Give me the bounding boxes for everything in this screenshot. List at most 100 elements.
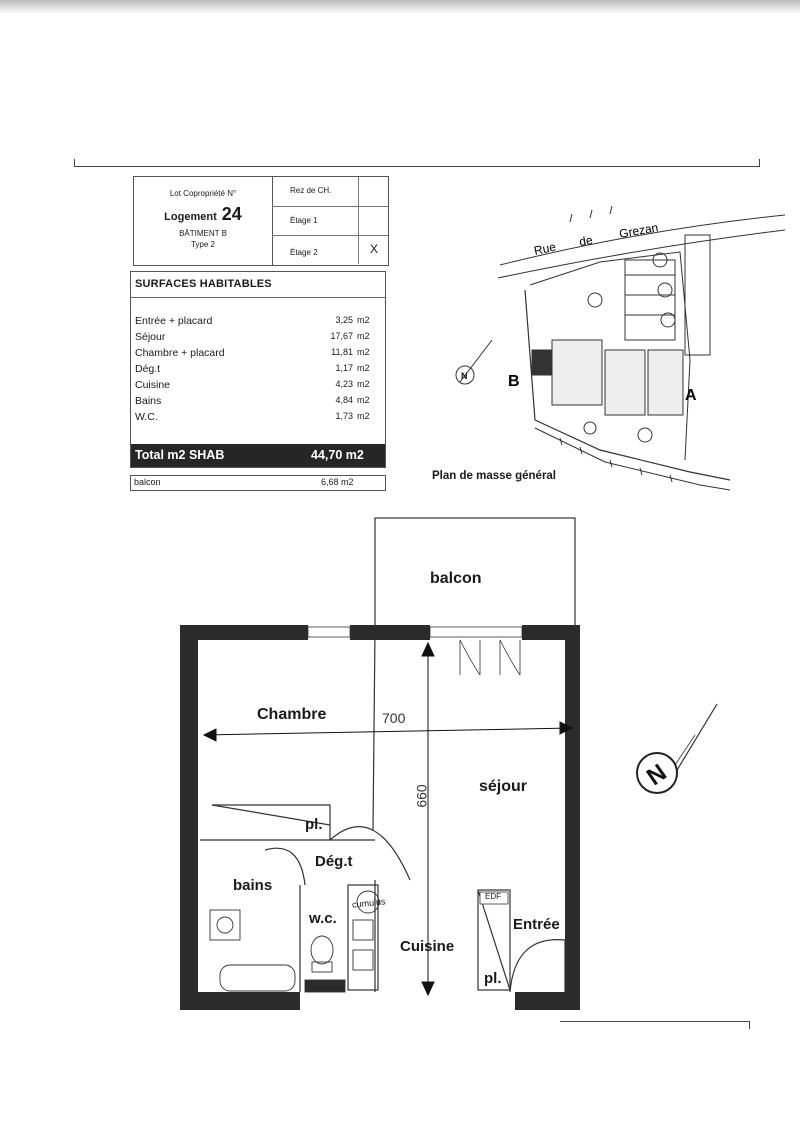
- tree: [587, 292, 603, 308]
- balcon-unit: m2: [341, 477, 354, 487]
- floor-label: Étage 2: [290, 248, 318, 257]
- top-rule: [74, 159, 760, 167]
- room-chambre: Chambre: [257, 706, 327, 723]
- surface-name: Chambre + placard: [135, 347, 225, 359]
- surface-value: 11,81: [331, 347, 353, 357]
- wall-left: [180, 625, 198, 1010]
- building-block: [604, 349, 646, 416]
- surface-row: Bains 4,84 m2: [135, 395, 379, 411]
- surface-name: Séjour: [135, 331, 166, 343]
- surface-name: Cuisine: [135, 379, 171, 391]
- south-fence: [534, 427, 731, 491]
- dim-arrow: [421, 981, 435, 997]
- toilet: [310, 935, 334, 965]
- bottom-rule: [560, 1021, 750, 1029]
- bathtub: [219, 964, 296, 992]
- site-plan-drawing: N Rue de Grezan B A: [455, 205, 786, 491]
- surface-name: Dég.t: [135, 363, 161, 375]
- floor-label: Rez de CH.: [290, 186, 332, 195]
- partition-wall: [372, 629, 376, 831]
- scan-shadow: [0, 0, 800, 14]
- tree: [660, 312, 676, 328]
- dim-arrow: [559, 721, 574, 735]
- kitchen-unit: [347, 884, 379, 991]
- site-north-arrow: [459, 339, 493, 383]
- balcon-value-wrap: 6,68 m2: [321, 477, 354, 487]
- room-placard-entree: pl.: [484, 970, 502, 987]
- floor-row-etage2: Étage 2 X: [272, 235, 388, 264]
- building-block: [551, 339, 603, 406]
- street-tick: [569, 205, 613, 223]
- compass-needle-inner: [674, 734, 696, 766]
- parking-lines: [625, 274, 675, 316]
- surface-name: W.C.: [135, 411, 158, 423]
- placard-chambre: [212, 804, 331, 840]
- sink: [209, 909, 241, 941]
- site-north-circle: [455, 365, 475, 385]
- room-sejour: séjour: [479, 778, 528, 795]
- window-chambre: [307, 626, 351, 638]
- wall-bottom-left: [180, 992, 300, 1010]
- surface-unit: m2: [357, 347, 370, 357]
- tree: [637, 427, 653, 443]
- dim-line-width: [203, 727, 573, 736]
- lot-copro-label: Lot Copropriété N°: [169, 189, 237, 198]
- wall-bottom-right: [515, 992, 580, 1010]
- batiment-label: BÂTIMENT B: [179, 229, 227, 238]
- floor-row-etage1: Étage 1: [272, 206, 388, 236]
- door-swing-deg: [329, 826, 411, 881]
- surface-unit: m2: [357, 331, 370, 341]
- room-placard-chambre: pl.: [305, 816, 323, 833]
- tree: [583, 421, 597, 435]
- floor-plan: balcon Chambre séjour pl. Dég.t bains w.…: [170, 510, 636, 1020]
- cumulus-tank: [356, 890, 380, 914]
- window-sejour: [429, 626, 523, 638]
- surface-unit: m2: [357, 395, 370, 405]
- surface-value: 17,67: [330, 331, 353, 341]
- wall-top-left: [180, 625, 308, 640]
- dim-arrow: [202, 728, 217, 742]
- street-edge: [499, 214, 786, 266]
- surfaces-title: SURFACES HABITABLES: [135, 278, 272, 290]
- total-value: 44,70 m2: [311, 448, 364, 462]
- logement-label: Logement: [164, 211, 217, 223]
- highlighted-lot: [531, 349, 553, 376]
- logement-row: Logement 24: [134, 204, 272, 225]
- site-plan: N Rue de Grezan B A: [440, 200, 790, 500]
- floor-row-rdc: Rez de CH.: [272, 177, 388, 207]
- surface-row: Entrée + placard 3,25 m2: [135, 315, 379, 331]
- door-swings: [459, 639, 521, 676]
- street-edge: [497, 229, 786, 279]
- building-a-label: A: [685, 387, 697, 404]
- floor-mark: X: [369, 242, 378, 256]
- dimension-depth: 660: [413, 784, 430, 808]
- kitchen-sink: [352, 949, 374, 971]
- surface-unit: m2: [357, 411, 370, 421]
- balcon-surface-row: balcon 6,68 m2: [130, 475, 386, 491]
- room-entree: Entrée: [513, 916, 560, 933]
- total-bar: Total m2 SHAB 44,70 m2: [131, 444, 385, 467]
- surface-unit: m2: [357, 315, 370, 325]
- site-boundary: [524, 289, 731, 481]
- room-balcon: balcon: [430, 570, 482, 587]
- room-degagement: Dég.t: [315, 853, 353, 870]
- building-block: [647, 349, 684, 416]
- room-wc: w.c.: [309, 910, 337, 927]
- surfaces-table: SURFACES HABITABLES Entrée + placard 3,2…: [130, 271, 386, 468]
- room-bains: bains: [233, 877, 273, 894]
- lot-identity: Lot Copropriété N° Logement 24 BÂTIMENT …: [134, 177, 273, 265]
- edf-label: EDF: [485, 892, 501, 901]
- north-compass-drawing: N: [636, 703, 718, 794]
- door-leaves: [459, 640, 521, 675]
- entry-door-swing: [509, 939, 566, 993]
- street-word: Grezan: [618, 220, 659, 241]
- surface-value: 4,84: [335, 395, 353, 405]
- divider: [131, 297, 385, 298]
- surface-row: Chambre + placard 11,81 m2: [135, 347, 379, 363]
- hob: [352, 919, 374, 941]
- surface-unit: m2: [357, 363, 370, 373]
- edf-box: [479, 891, 509, 905]
- compass-circle: [636, 752, 678, 794]
- site-north-letter: N: [461, 371, 468, 381]
- total-label: Total m2 SHAB: [135, 448, 225, 462]
